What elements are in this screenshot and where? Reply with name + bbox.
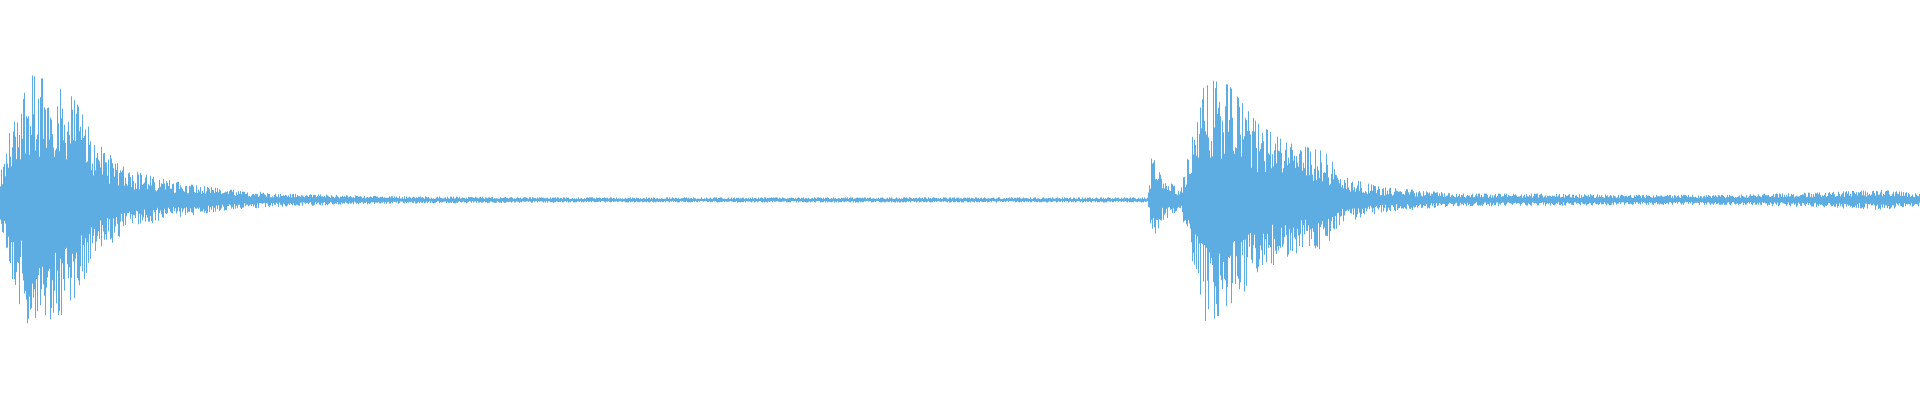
waveform-samples — [0, 75, 1920, 324]
waveform-bars — [0, 75, 1920, 324]
